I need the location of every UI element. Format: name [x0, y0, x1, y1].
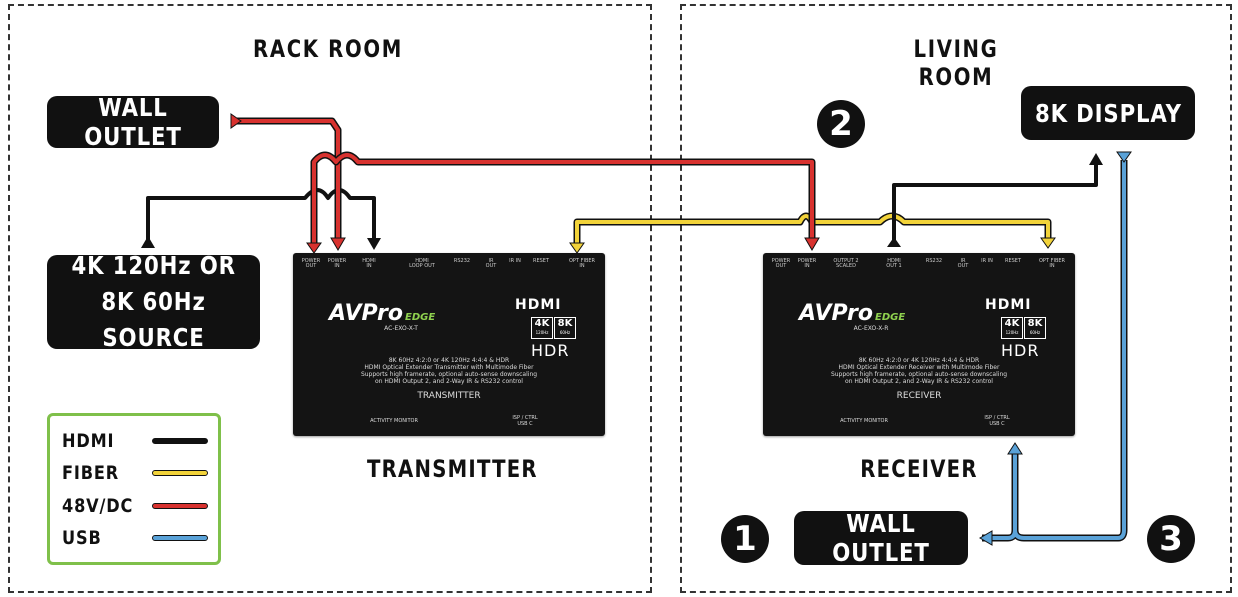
transmitter-4k-badge: 4K 120Hz [531, 317, 553, 339]
living-room-box [680, 4, 1232, 593]
port-ir-out: IR OUT [957, 258, 969, 269]
receiver-4k-badge: 4K 120Hz [1001, 317, 1023, 339]
receiver-panel-name: RECEIVER [896, 391, 942, 401]
receiver-desc-4: on HDMI Output 2, and 2-Way IR & RS232 c… [845, 378, 993, 385]
legend-row-power: 48V/DC [62, 495, 208, 517]
cable-legend: HDMI FIBER 48V/DC USB [47, 413, 221, 565]
transmitter-panel-name: TRANSMITTER [417, 391, 481, 401]
port-ir-out: IR OUT [485, 258, 497, 269]
port-power-in: POWER IN [327, 258, 347, 269]
port-power-out: POWER OUT [771, 258, 791, 269]
legend-swatch-power [152, 503, 208, 509]
receiver-desc-1: 8K 60Hz 4:2:0 or 4K 120Hz 4:4:4 & HDR [858, 357, 980, 364]
source-device: 4K 120Hz OR 8K 60Hz SOURCE [47, 251, 260, 352]
rack-room-title: RACK ROOM [253, 35, 403, 63]
wall-outlet-living: WALL OUTLET [794, 509, 968, 567]
power-cable-rx [310, 151, 816, 245]
legend-label-hdmi: HDMI [62, 430, 115, 452]
rack-room-box [8, 4, 652, 593]
port-power-out: POWER OUT [301, 258, 321, 269]
port-ir-in: IR IN [509, 258, 521, 264]
fiber-arrow-tx [569, 242, 585, 254]
legend-row-hdmi: HDMI [62, 430, 208, 452]
receiver-usb: ISP / CTRL USB C [984, 415, 1010, 427]
transmitter-usb: ISP / CTRL USB C [512, 415, 538, 427]
legend-swatch-usb [152, 535, 208, 541]
step-1-badge: 1 [721, 515, 769, 563]
transmitter-model: AC-EXO-X-T [384, 325, 418, 332]
port-rs232: RS232 [925, 258, 943, 264]
port-fiber: OPT FIBER IN [1039, 258, 1066, 269]
transmitter-unit: POWER OUT POWER IN HDMI IN HDMI LOOP OUT… [293, 253, 605, 436]
transmitter-desc-2: HDMI Optical Extender Transmitter with M… [364, 364, 534, 371]
port-power-in: POWER IN [797, 258, 817, 269]
fiber-arrow-rx [1040, 237, 1056, 249]
wall-outlet-rack: WALL OUTLET [47, 93, 219, 151]
receiver-8k-badge: 8K 60Hz [1024, 317, 1046, 339]
living-room-title: LIVING ROOM [913, 35, 999, 91]
receiver-activity: ACTIVITY MONITOR [840, 418, 888, 424]
transmitter-desc-4: on HDMI Output 2, and 2-Way IR & RS232 c… [375, 378, 523, 385]
receiver-desc-2: HDMI Optical Extender Receiver with Mult… [838, 364, 1000, 371]
step-3-badge: 3 [1147, 515, 1195, 563]
port-hdmi-loop: HDMI LOOP OUT [409, 258, 435, 269]
transmitter-8k-badge: 8K 60Hz [554, 317, 576, 339]
receiver-caption: RECEIVER [860, 455, 978, 483]
port-ir-in: IR IN [981, 258, 993, 264]
receiver-desc-3: Supports high framerate, optional auto-s… [830, 371, 1008, 378]
transmitter-activity: ACTIVITY MONITOR [370, 418, 418, 424]
source-line-2: 8K 60Hz SOURCE [101, 287, 206, 352]
legend-row-fiber: FIBER [62, 462, 208, 484]
source-line-1: 4K 120Hz OR [71, 251, 236, 280]
transmitter-hdr: HDR [531, 341, 570, 360]
hdmi-display-cable [892, 165, 1098, 245]
legend-label-fiber: FIBER [62, 462, 120, 484]
power-cable-tx [232, 117, 342, 240]
legend-label-usb: USB [62, 527, 102, 549]
port-reset: RESET [532, 258, 550, 264]
port-hdmi-in: HDMI IN [362, 258, 376, 269]
transmitter-hdmi-logo: HDMI [515, 297, 562, 313]
legend-swatch-fiber [152, 470, 208, 476]
port-fiber: OPT FIBER IN [569, 258, 596, 269]
transmitter-desc-1: 8K 60Hz 4:2:0 or 4K 120Hz 4:4:4 & HDR [388, 357, 510, 364]
port-reset: RESET [1004, 258, 1022, 264]
transmitter-desc-3: Supports high framerate, optional auto-s… [360, 371, 538, 378]
receiver-unit: POWER OUT POWER IN OUTPUT 2 SCALED HDMI … [763, 253, 1075, 436]
port-hdmi-out: HDMI OUT 1 [886, 258, 902, 269]
hdmi-source-cable [146, 188, 376, 240]
step-2-badge: 2 [817, 100, 865, 148]
legend-label-power: 48V/DC [62, 495, 134, 517]
display-device: 8K DISPLAY [1021, 86, 1195, 140]
transmitter-caption: TRANSMITTER [367, 455, 538, 483]
port-rs232: RS232 [453, 258, 471, 264]
legend-swatch-hdmi [152, 438, 208, 444]
receiver-hdr: HDR [1001, 341, 1040, 360]
legend-row-usb: USB [62, 527, 208, 549]
port-output-2: OUTPUT 2 SCALED [833, 258, 859, 269]
receiver-model: AC-EXO-X-R [853, 325, 889, 332]
receiver-hdmi-logo: HDMI [985, 297, 1032, 313]
